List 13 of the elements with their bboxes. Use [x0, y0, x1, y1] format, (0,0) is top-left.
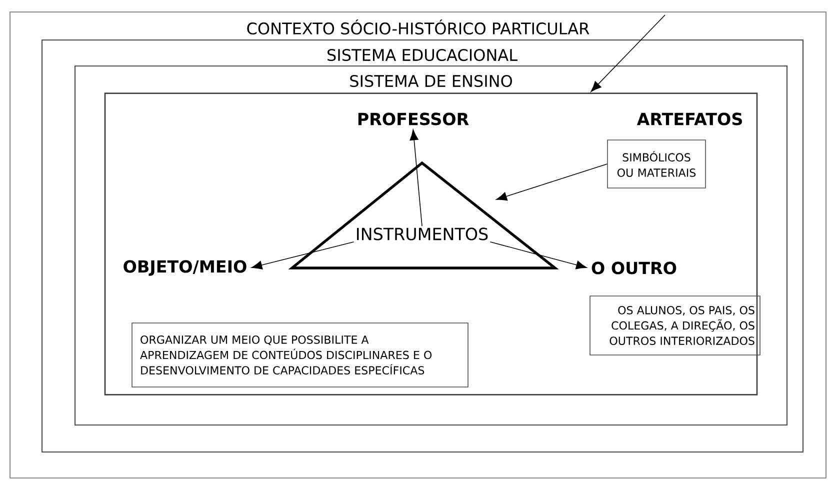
- arrow: [496, 164, 608, 201]
- arrow: [410, 129, 422, 226]
- text-box: OS ALUNOS, OS PAIS, OS COLEGAS, A DIREÇÃO, OS OUTROS INTERIORIZADOS: [590, 296, 760, 356]
- label: OBJETO/MEIO: [124, 260, 246, 276]
- label: ARTEFATOS: [636, 112, 742, 126]
- text-box: ORGANIZAR UM MEIO QUE POSSIBILITE A APRENDIZAGEM DE CONTEÚDOS DISCIPLINARES E O DESENVOLVIMENTO DE CAPACIDADES ESPECÍFICAS: [132, 322, 468, 388]
- arrow: [590, 14, 666, 92]
- text-box: SIMBÓLICOS OU MATERIAIS: [607, 140, 706, 188]
- frame: [104, 92, 758, 396]
- arrow: [251, 242, 354, 270]
- label: PROFESSOR: [358, 112, 469, 126]
- arrow: [490, 242, 587, 270]
- label: O OUTRO: [592, 262, 676, 274]
